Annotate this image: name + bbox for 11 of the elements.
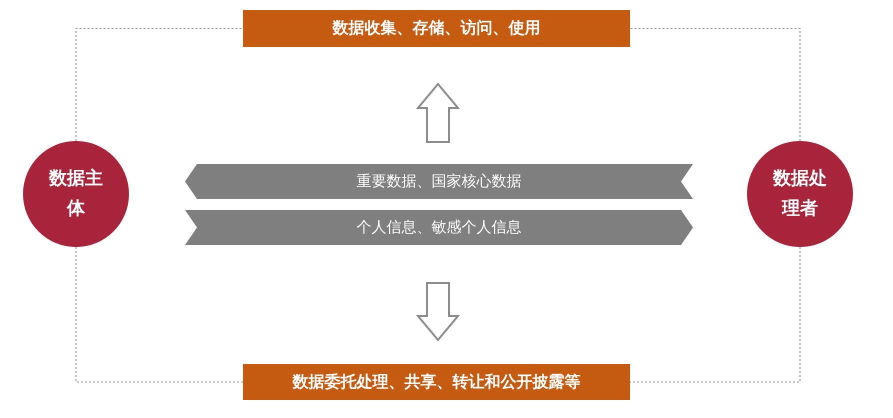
dotted-connector xyxy=(76,246,244,382)
process-box: 数据收集、存储、访问、使用 xyxy=(243,10,630,47)
process-box: 数据委托处理、共享、转让和公开披露等 xyxy=(243,364,630,400)
hollow-arrow xyxy=(416,282,460,342)
chevron-band: 重要数据、国家核心数据 xyxy=(185,164,693,199)
hollow-arrow xyxy=(416,82,460,143)
chevron-band: 个人信息、敏感个人信息 xyxy=(185,210,693,245)
dotted-connector xyxy=(76,28,244,142)
dotted-connector xyxy=(630,28,800,142)
role-circle: 数据处理者 xyxy=(747,141,853,247)
role-circle: 数据主体 xyxy=(23,141,129,247)
